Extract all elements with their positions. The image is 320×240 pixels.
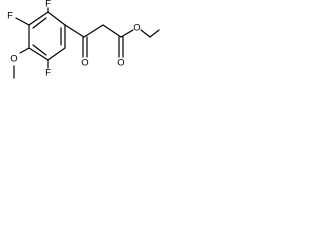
- bond-ring-carbonyl: [64, 24, 85, 38]
- atom-label-f-top: F: [45, 0, 51, 10]
- atom-label-f-left: F: [7, 11, 13, 22]
- bond-c-o-methoxy: [19, 47, 30, 54]
- bond-ester-c-o: [120, 29, 134, 38]
- atom-label-o-ester-link: O: [133, 23, 140, 34]
- benzene-ring: [28, 11, 66, 61]
- atom-label-o-ketone: O: [81, 58, 88, 69]
- molecule-structure: F F O F O O O: [7, 0, 160, 79]
- bond-c-f-left: [15, 17, 30, 26]
- bond-ch2-ester-c: [102, 24, 122, 38]
- atom-label-o-ester-carbonyl: O: [117, 58, 124, 69]
- ring-bond: [47, 47, 66, 61]
- ring-bond: [28, 47, 49, 61]
- bond-ethyl-ch3: [149, 29, 160, 38]
- bond-carbonyl-ch2: [83, 24, 104, 38]
- ring-bond: [47, 11, 66, 26]
- ring-double-bond: [32, 17, 47, 29]
- bond-o-ethyl-ch2: [140, 29, 151, 38]
- ring-bond: [28, 11, 49, 26]
- atom-label-f-bottom: F: [45, 68, 51, 79]
- structure-canvas: F F O F O O O: [0, 0, 162, 93]
- atom-label-o-methoxy: O: [10, 54, 17, 65]
- ring-double-bond: [32, 44, 47, 56]
